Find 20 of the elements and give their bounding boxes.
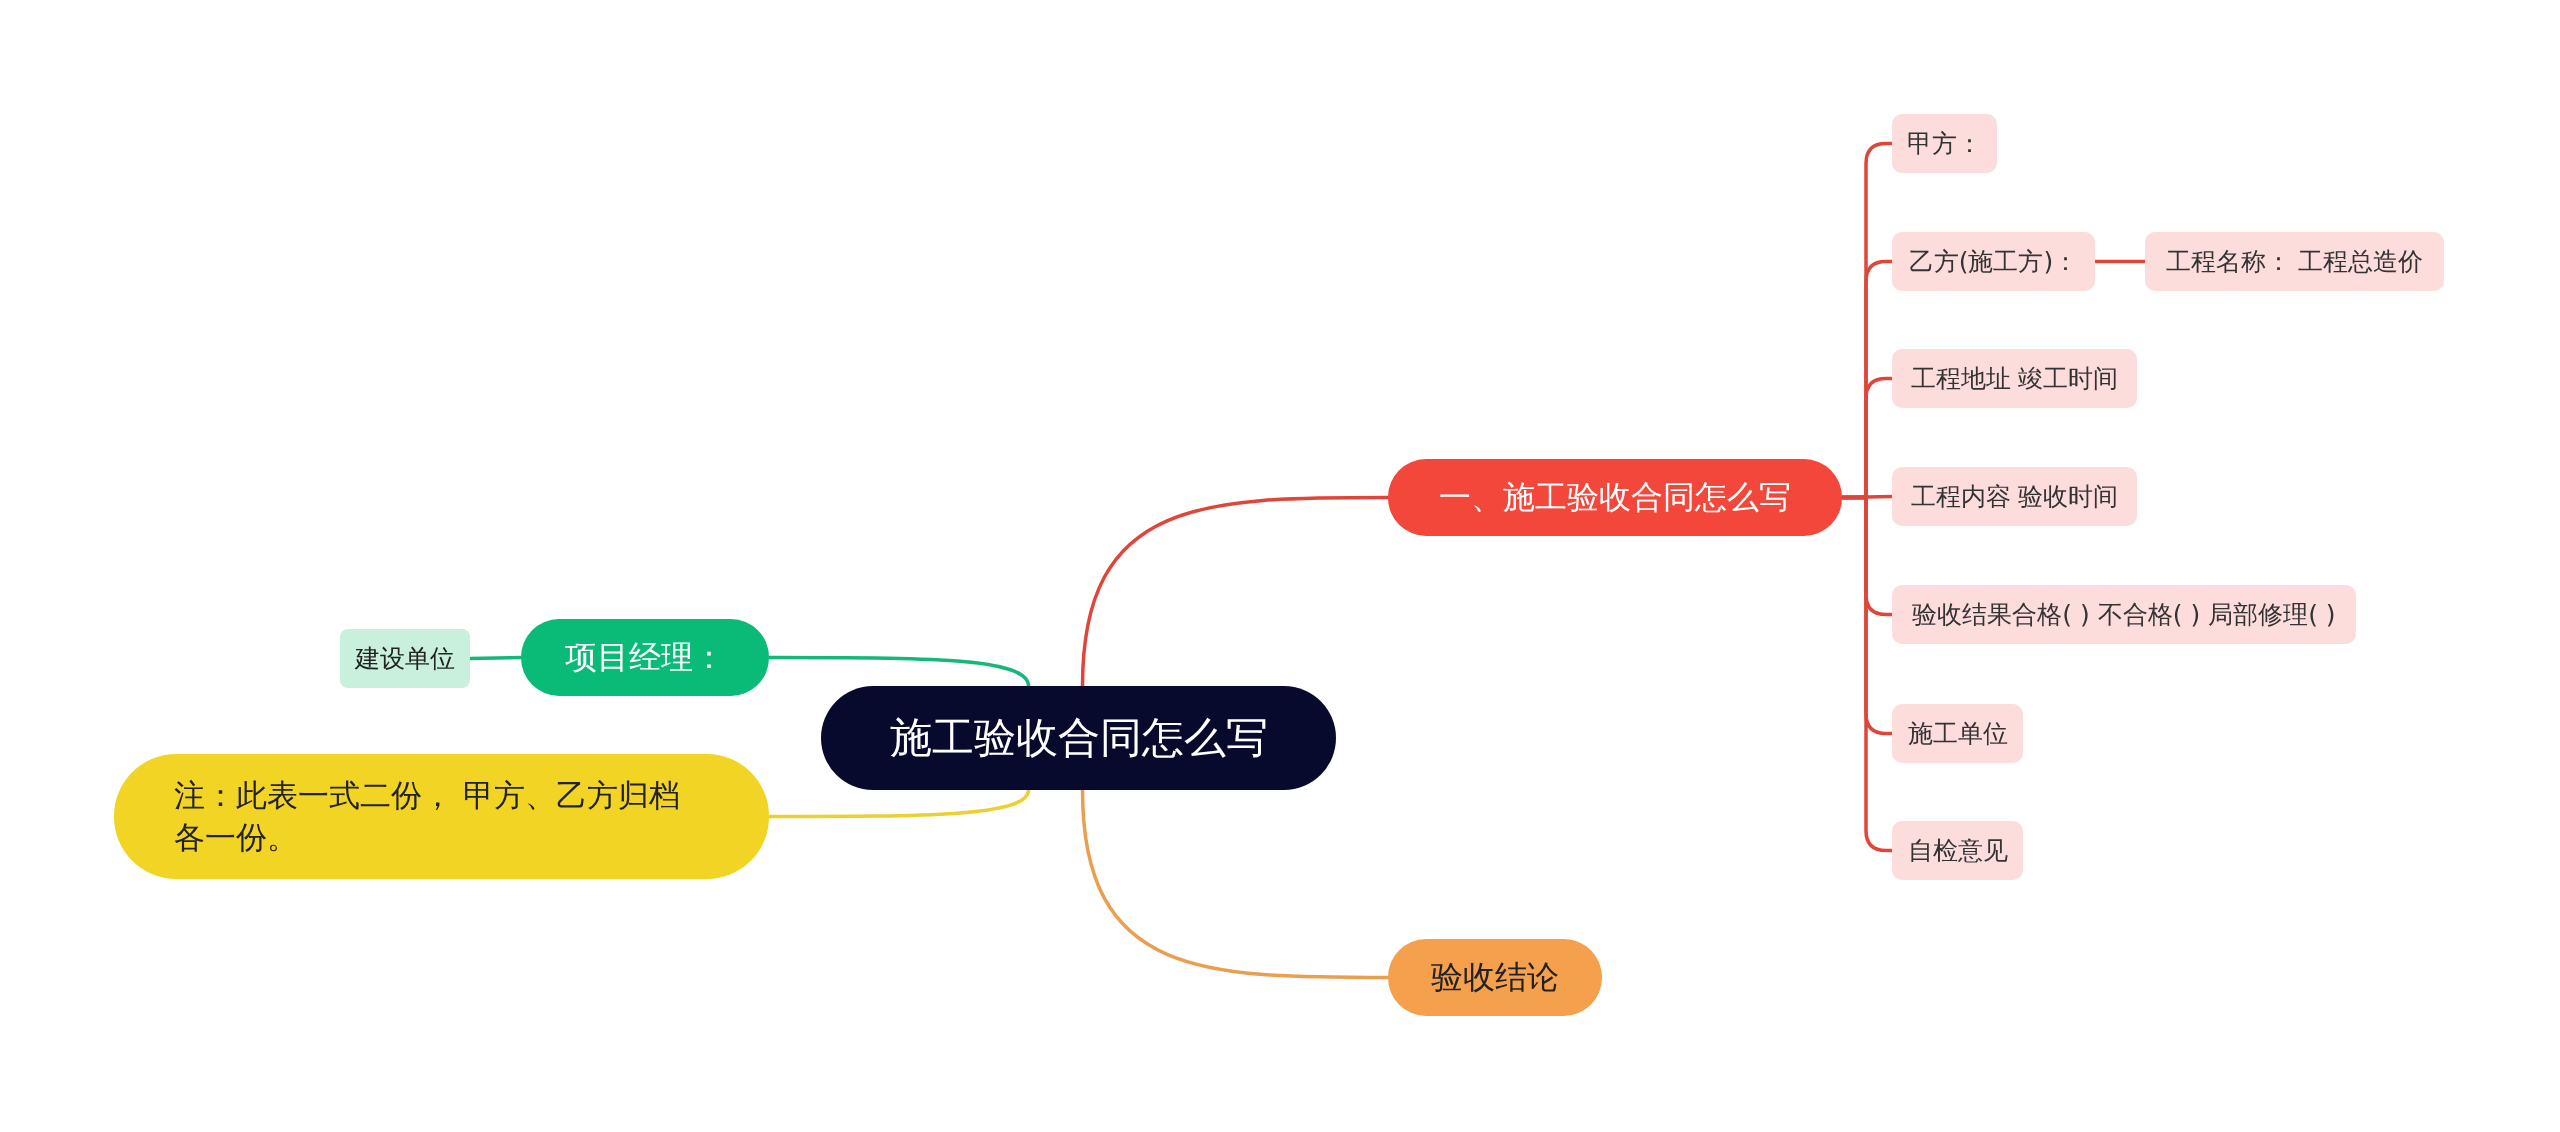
subtopic-box: 工程名称： 工程总造价	[2145, 232, 2444, 291]
connector-line	[2095, 259, 2145, 264]
connector-line	[769, 655, 1031, 687]
subtopic-box: 乙方(施工方)：	[1892, 232, 2095, 291]
subtopic-box: 验收结果合格( ) 不合格( ) 局部修理( )	[1892, 585, 2356, 644]
connector-line	[469, 655, 522, 661]
connector-line	[769, 789, 1031, 819]
note-box: 注：此表一式二份， 甲方、乙方归档各一份。	[114, 754, 769, 879]
subtopic-box: 工程地址 竣工时间	[1892, 349, 2137, 408]
connector-line	[1080, 495, 1388, 687]
topic-box: 一、施工验收合同怎么写	[1388, 459, 1842, 536]
connector-line	[1080, 789, 1388, 980]
subtopic-box: 建设单位	[340, 629, 470, 688]
topic-box: 验收结论	[1388, 939, 1602, 1016]
subtopic-box: 工程内容 验收时间	[1892, 467, 2137, 526]
subtopic-box: 施工单位	[1892, 704, 2023, 763]
subtopic-box: 甲方：	[1892, 114, 1997, 173]
central-topic: 施工验收合同怎么写	[821, 686, 1336, 790]
topic-box: 项目经理：	[521, 619, 769, 696]
subtopic-box: 自检意见	[1892, 821, 2023, 880]
